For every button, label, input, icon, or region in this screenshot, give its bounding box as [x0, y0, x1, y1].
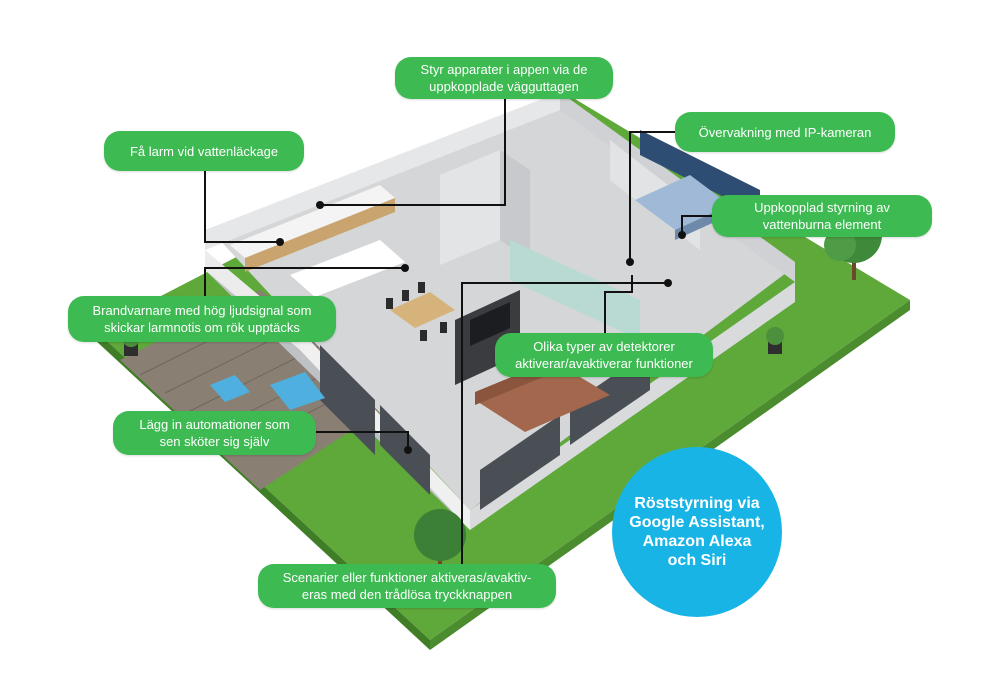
- wall-front-right: [470, 282, 795, 530]
- interior-wall-1: [440, 150, 500, 265]
- interior-wall-mint: [510, 240, 640, 340]
- callout-scenes: Scenarier eller funktioner aktiveras/ava…: [258, 564, 556, 608]
- kitchen-counter-front: [245, 198, 395, 272]
- deck-chair-1: [210, 375, 250, 402]
- deck-chair-2: [270, 372, 325, 410]
- leader-water-leak: [204, 170, 280, 243]
- sofa: [475, 365, 610, 432]
- callout-smoke-alarm: Brandvarnare med hög ljudsignal som skic…: [68, 296, 336, 342]
- bed: [635, 175, 730, 230]
- dining-table: [390, 292, 455, 328]
- interior-wall-blue: [640, 130, 760, 215]
- tree-front: [414, 509, 466, 578]
- callout-water-leak: Få larm vid vattenläckage: [104, 131, 304, 171]
- leader-automations: [316, 431, 409, 450]
- callout-automations: Lägg in automationer som sen sköter sig …: [113, 411, 316, 455]
- callout-app-control: Styr apparater i appen via de uppkopplad…: [395, 57, 613, 99]
- callout-detectors: Olika typer av detektorer aktiverar/avak…: [495, 333, 713, 377]
- leader-heating: [681, 215, 712, 235]
- leader-scenes: [461, 282, 668, 568]
- voice-control-badge: Röststyrning via Google Assistant, Amazo…: [612, 447, 782, 617]
- tv-screen: [470, 302, 510, 346]
- leader-app-control: [320, 95, 506, 206]
- dining-chairs: [386, 282, 447, 341]
- leader-ip-camera: [629, 131, 680, 262]
- leader-lines: [204, 95, 712, 568]
- kitchen-counter: [230, 185, 395, 258]
- wall-back-left: [205, 92, 560, 250]
- interior-wall-2: [500, 150, 530, 260]
- leader-dots: [276, 201, 686, 454]
- callout-heating: Uppkopplad styrning av vattenburna eleme…: [712, 195, 932, 237]
- callout-ip-camera: Övervakning med IP-kameran: [675, 112, 895, 152]
- leader-smoke-alarm: [204, 267, 405, 300]
